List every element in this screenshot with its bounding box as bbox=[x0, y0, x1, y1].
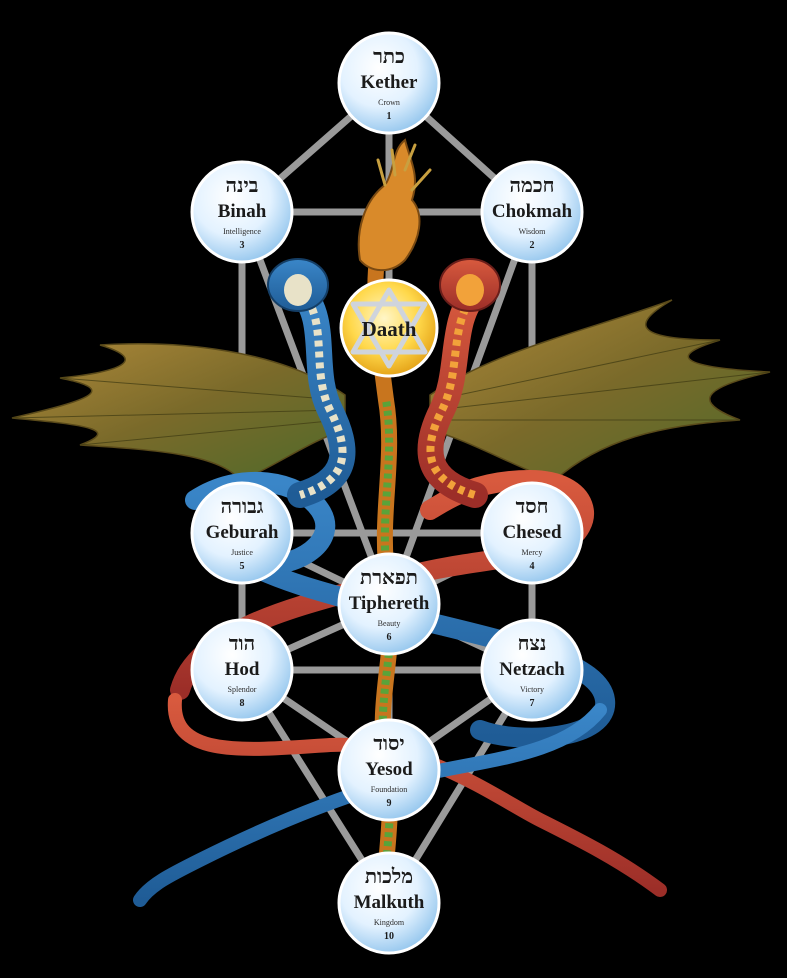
sephira-meaning: Beauty bbox=[378, 619, 401, 628]
sephira-meaning: Kingdom bbox=[374, 918, 405, 927]
sephira-number: 2 bbox=[530, 240, 535, 251]
sephira-hebrew: בינה bbox=[226, 173, 259, 197]
sephira-hebrew: הוד bbox=[229, 631, 255, 655]
sephira-name: Kether bbox=[361, 72, 419, 93]
sephira-circle bbox=[190, 481, 294, 585]
daath-sphere: Daath bbox=[339, 278, 439, 378]
sephira-hebrew: גבורה bbox=[221, 494, 264, 518]
sephira-circle bbox=[337, 31, 441, 135]
sephira-number: 7 bbox=[530, 698, 535, 709]
sephira-name: Geburah bbox=[206, 522, 279, 543]
sephira-meaning: Foundation bbox=[371, 785, 407, 794]
sephira-name: Chesed bbox=[502, 522, 562, 543]
sephira-meaning: Wisdom bbox=[519, 227, 547, 236]
sephira-number: 8 bbox=[240, 698, 245, 709]
blue-serpent-tail bbox=[133, 703, 607, 907]
sephira-meaning: Victory bbox=[520, 685, 544, 694]
sephira-number: 10 bbox=[384, 931, 394, 942]
sephira-number: 9 bbox=[387, 798, 392, 809]
sephira-meaning: Justice bbox=[231, 548, 253, 557]
sephira-circle bbox=[480, 160, 584, 264]
sephira-meaning: Crown bbox=[378, 98, 400, 107]
sephira-meaning: Intelligence bbox=[223, 227, 261, 236]
sephira-number: 5 bbox=[240, 561, 245, 572]
sephira-name: Yesod bbox=[365, 759, 413, 780]
sephira-hebrew: נצח bbox=[518, 631, 547, 655]
sephira-meaning: Mercy bbox=[522, 548, 543, 557]
red-cobra-throat bbox=[456, 274, 484, 306]
dragon-head bbox=[357, 138, 421, 272]
sephira-name: Binah bbox=[218, 201, 267, 222]
sephira-circle bbox=[337, 552, 441, 656]
sephira-name: Chokmah bbox=[492, 201, 573, 222]
dragon-horns bbox=[376, 143, 432, 192]
sephira-circle bbox=[480, 481, 584, 585]
sephira-hebrew: מלכות bbox=[365, 864, 413, 888]
sephira-number: 1 bbox=[387, 111, 392, 122]
sephira-number: 4 bbox=[530, 561, 535, 572]
sephira-name: Malkuth bbox=[354, 892, 425, 913]
sephira-circle bbox=[190, 160, 294, 264]
left-wing bbox=[11, 343, 346, 481]
red-serpent-belly bbox=[426, 287, 481, 499]
sephira-hebrew: חכמה bbox=[510, 173, 555, 197]
daath-label: Daath bbox=[362, 317, 417, 341]
sephira-name: Netzach bbox=[499, 659, 565, 680]
sephira-name: Hod bbox=[225, 659, 260, 680]
blue-serpent-belly bbox=[297, 287, 347, 499]
dragon-scales bbox=[378, 399, 396, 946]
sephira-hebrew: כתר bbox=[373, 44, 405, 68]
sephira-circle bbox=[190, 618, 294, 722]
sephira-hebrew: יסוד bbox=[373, 731, 404, 755]
sephira-meaning: Splendor bbox=[228, 685, 257, 694]
sephira-circle bbox=[337, 718, 441, 822]
sephira-circle bbox=[480, 618, 584, 722]
sephira-circle bbox=[337, 851, 441, 955]
sephira-number: 3 bbox=[240, 240, 245, 251]
sephira-number: 6 bbox=[387, 632, 392, 643]
sephira-name: Tiphereth bbox=[349, 593, 430, 614]
star-of-david-icon bbox=[350, 287, 428, 369]
blue-cobra-throat bbox=[284, 274, 312, 306]
sephira-hebrew: חסד bbox=[516, 494, 549, 518]
sephira-hebrew: תפארת bbox=[360, 565, 418, 589]
